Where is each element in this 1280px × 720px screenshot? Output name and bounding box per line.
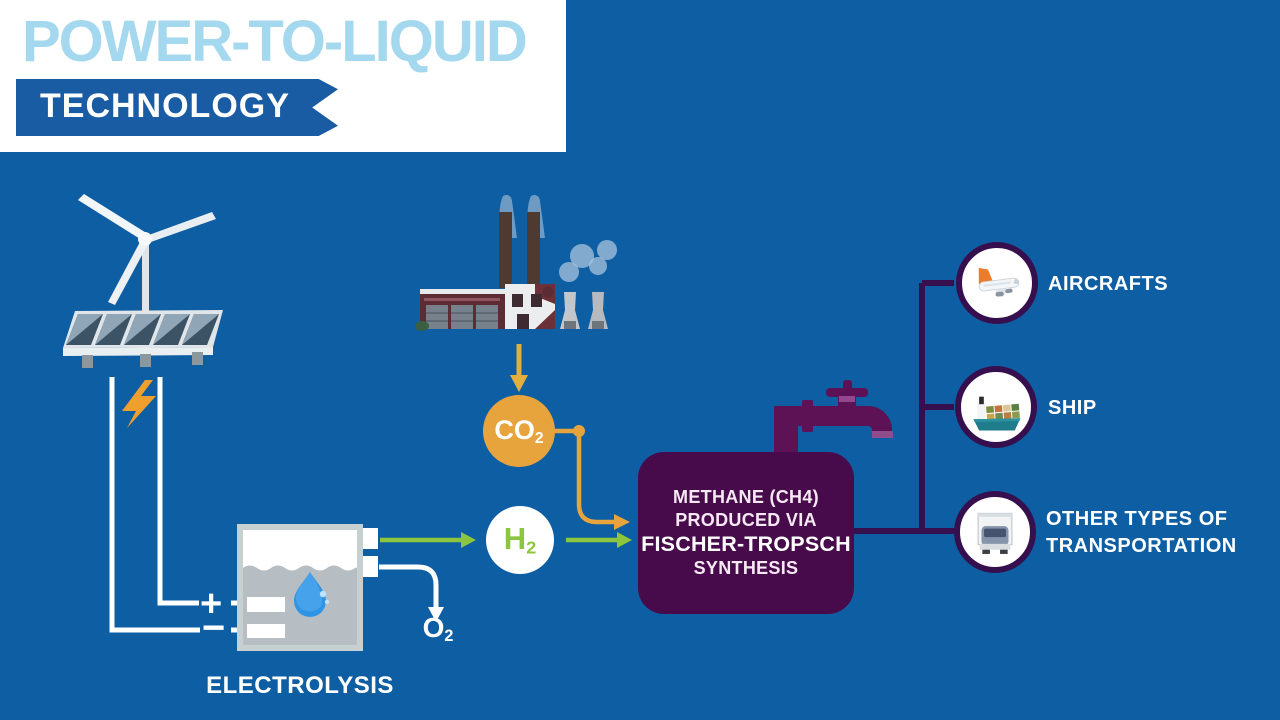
page-subtitle: TECHNOLOGY <box>40 87 290 125</box>
aircraft-circle <box>956 242 1038 324</box>
plus-terminal: + <box>200 583 223 625</box>
electrolysis-tank <box>237 524 378 651</box>
header-panel: POWER-TO-LIQUID TECHNOLOGY <box>0 0 566 152</box>
airplane-icon <box>978 267 1020 297</box>
wind-turbine-icon <box>63 194 223 368</box>
electrolysis-label: ELECTROLYSIS <box>206 672 394 699</box>
ship-icon <box>973 396 1021 431</box>
water-drop-icon <box>294 572 330 617</box>
factory-icon <box>415 194 617 331</box>
ship-label: SHIP <box>1048 397 1097 419</box>
h2-badge: H2 <box>486 506 554 574</box>
ship-circle <box>955 366 1037 448</box>
process-line-2: PRODUCED VIA <box>675 510 817 530</box>
co2-badge: CO2 <box>483 395 555 467</box>
process-line-4: SYNTHESIS <box>693 558 799 578</box>
solar-panel-icon <box>63 310 223 368</box>
other-transport-label: OTHER TYPES OF TRANSPORTATION <box>1046 508 1237 557</box>
aircraft-label: AIRCRAFTS <box>1048 273 1169 295</box>
minus-terminal: − <box>202 606 226 650</box>
process-line-1: METHANE (CH4) <box>673 487 819 507</box>
o2-label: O2 <box>422 612 454 646</box>
truck-circle <box>954 491 1036 573</box>
subtitle-ribbon: TECHNOLOGY <box>16 79 338 136</box>
lightning-icon <box>122 380 156 428</box>
truck-icon <box>977 512 1013 554</box>
process-line-3: FISCHER-TROPSCH <box>641 532 851 556</box>
page-title: POWER-TO-LIQUID <box>22 9 528 74</box>
faucet-icon <box>774 380 893 456</box>
process-box: METHANE (CH4) PRODUCED VIA FISCHER-TROPS… <box>638 452 854 614</box>
